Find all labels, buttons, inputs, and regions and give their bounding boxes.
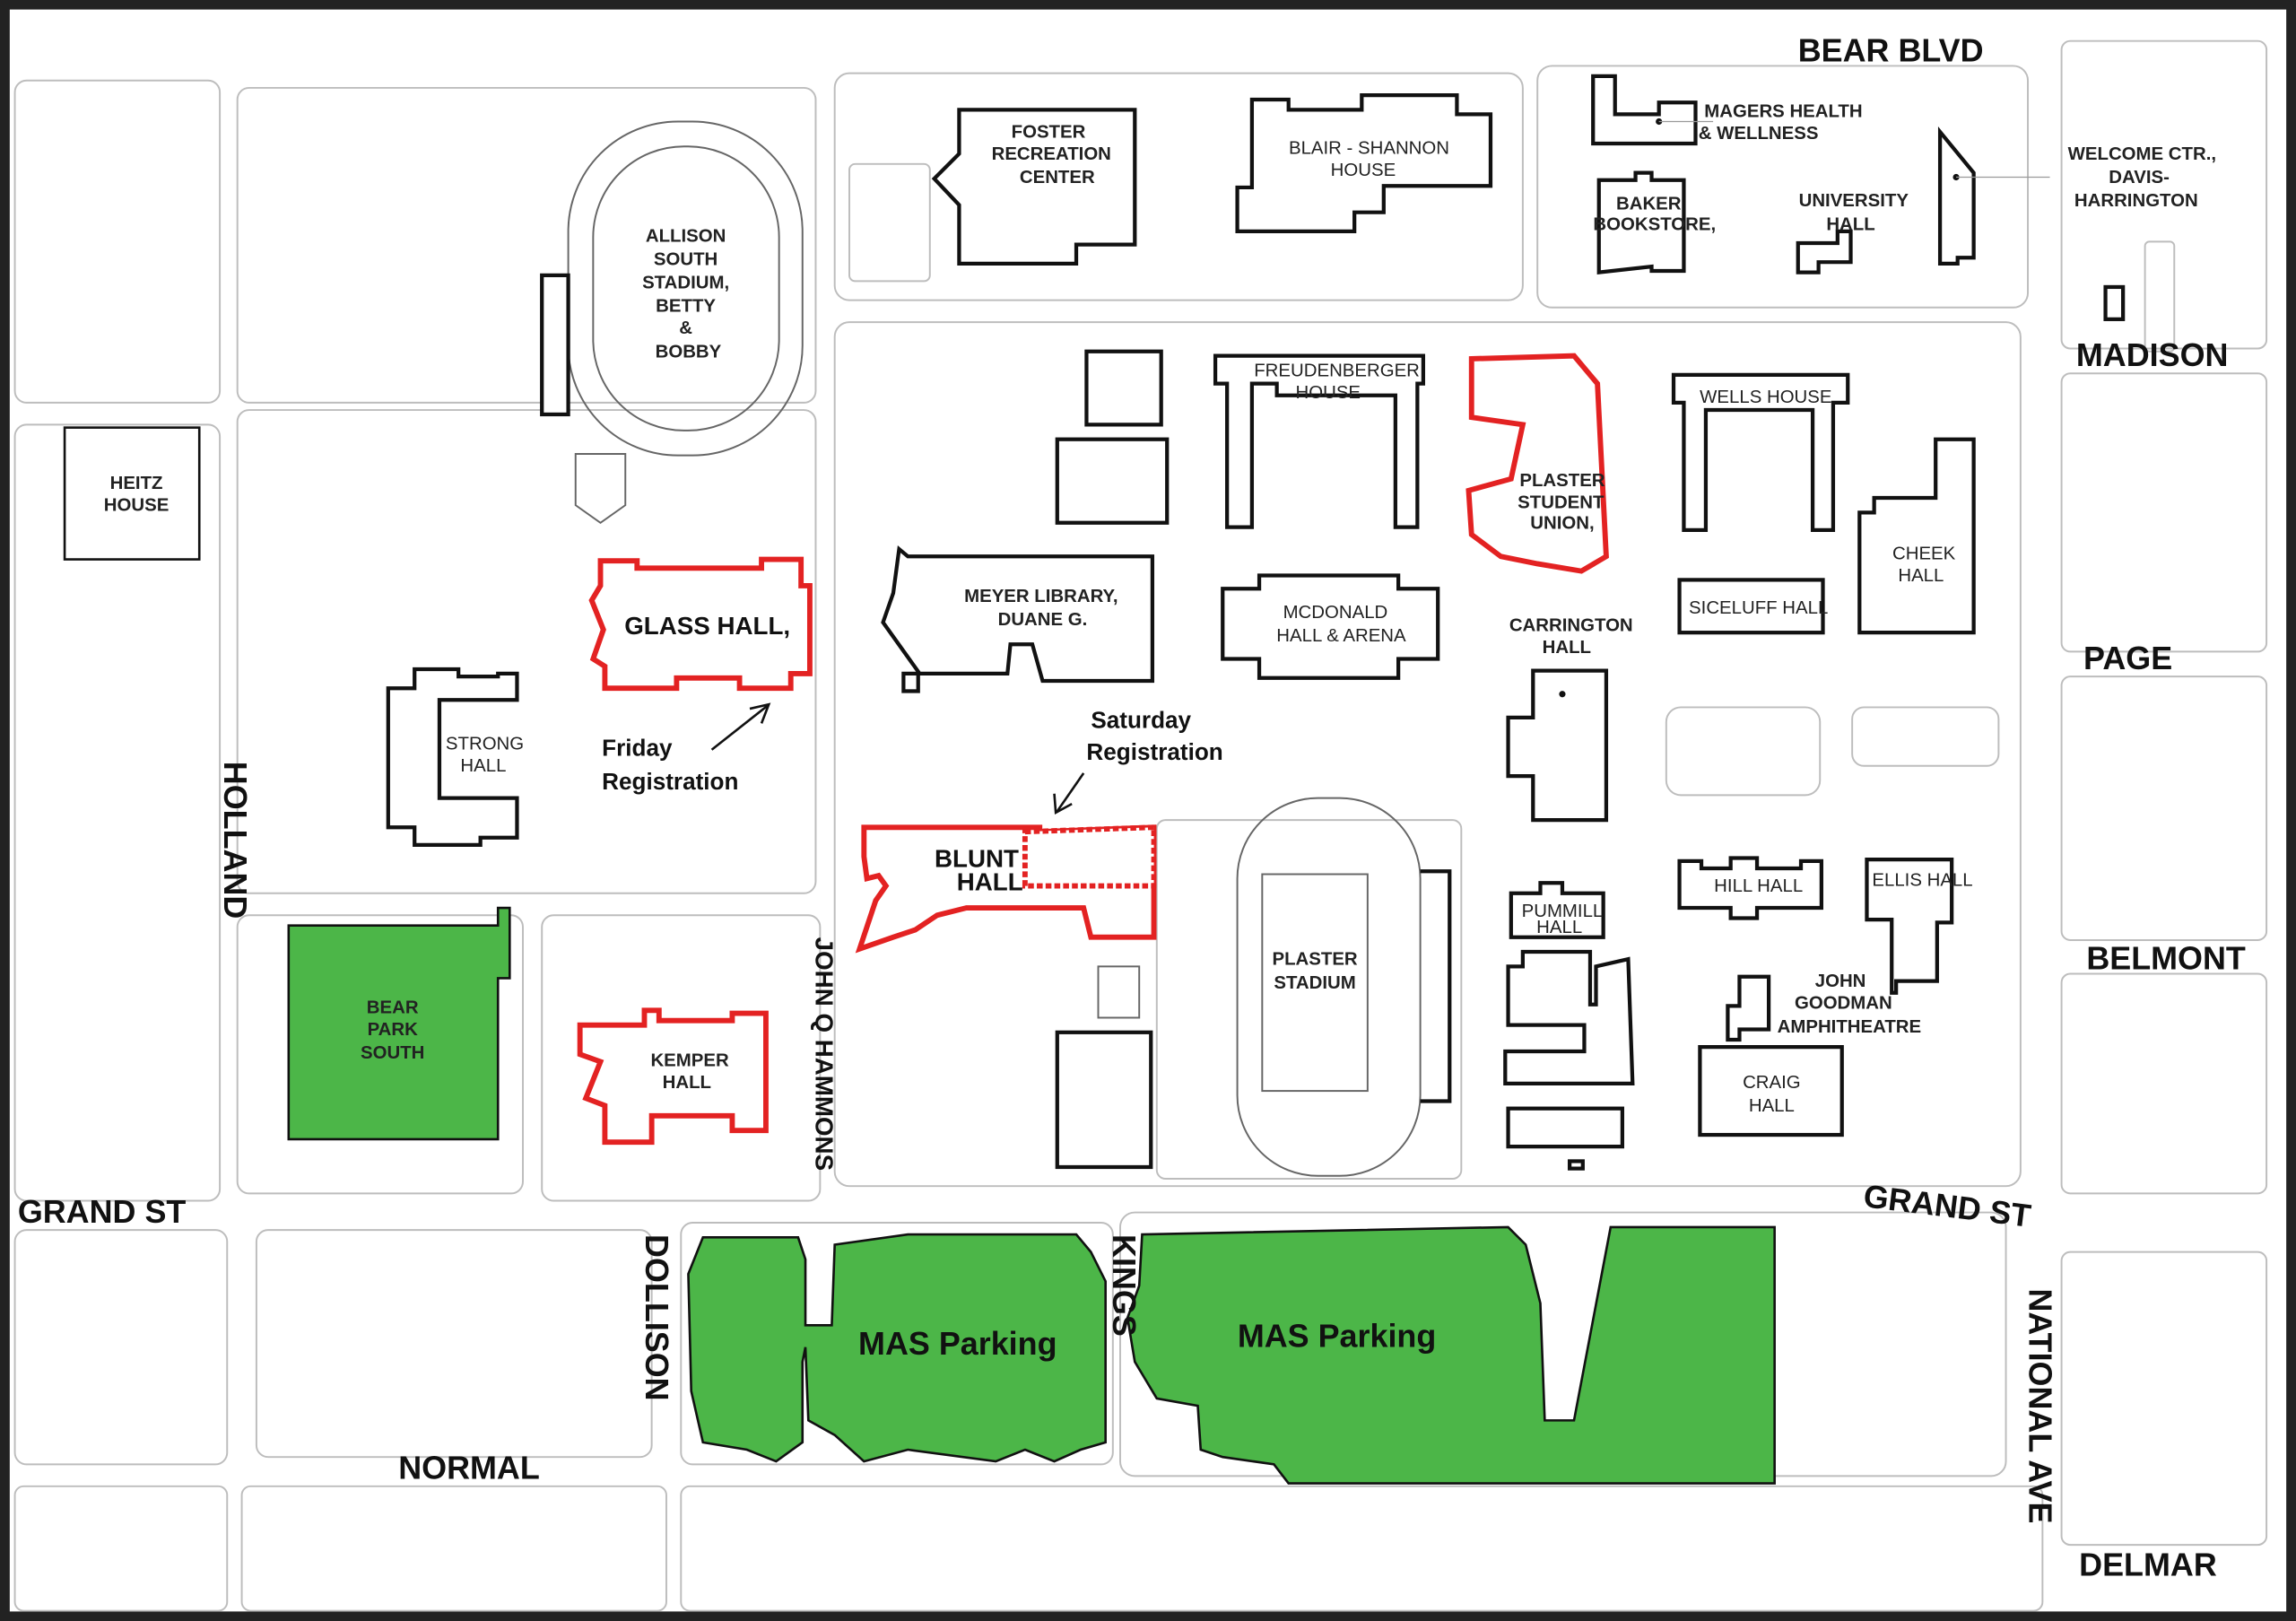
street-delmar: DELMAR [2079,1546,2217,1582]
street-dollison: DOLLISON [639,1234,675,1401]
siceluff-label: SICELUFF HALL [1689,598,1828,618]
wells-label: WELLS HOUSE [1700,388,1831,407]
ellis-label: ELLIS HALL [1872,871,1972,891]
street-grand-st-left: GRAND ST [18,1193,187,1230]
street-kings: KINGS [1106,1234,1143,1337]
small-building [1084,349,1163,427]
small-building [2103,284,2126,321]
mas-parking-east-label: MAS Parking [1238,1318,1436,1355]
welcome-center[interactable]: WELCOME CTR.,DAVIS-HARRINGTON [1937,126,2216,266]
welcome-label: WELCOME CTR.,DAVIS-HARRINGTON [2068,144,2216,211]
wells-house[interactable]: WELLS HOUSE [1671,372,1850,533]
street-labels: BEAR BLVD MADISON PAGE BELMONT GRAND ST … [18,32,2246,1583]
street-page: PAGE [2083,640,2172,676]
friday-arrow [710,704,769,751]
street-holland: HOLLAND [217,762,254,919]
glass-label: GLASS HALL, [624,612,790,640]
mas-parking-west[interactable]: MAS Parking [687,1233,1107,1463]
siceluff-hall[interactable]: SICELUFF HALL [1677,578,1829,635]
street-national-ave: NATIONAL AVE [2022,1288,2059,1523]
small-building [1506,1106,1625,1149]
street-bear-blvd: BEAR BLVD [1798,32,1984,69]
ellis-hall[interactable]: ELLIS HALL [1865,858,1973,995]
small-building [1055,1030,1153,1170]
meyer-label: MEYER LIBRARY,DUANE G. [964,587,1118,630]
mas-parking-east[interactable]: MAS Parking [1126,1225,1776,1485]
street-normal: NORMAL [398,1450,540,1486]
allison-label: ALLISON SOUTH STADIUM, BETTY & BOBBY [642,226,735,362]
street-john-q-hammons: JOHN Q HAMMONS [810,937,838,1171]
magers-label: MAGERS HEALTH& WELLNESS [1699,102,1863,144]
saturday-arrow [1056,772,1085,813]
hill-label: HILL HALL [1714,876,1803,896]
street-madison: MADISON [2076,336,2229,373]
glass-hall[interactable]: GLASS HALL, [588,556,813,692]
small-building [1055,437,1170,525]
hill-hall[interactable]: HILL HALL [1677,856,1823,920]
mas-parking-west-label: MAS Parking [858,1325,1057,1362]
street-belmont: BELMONT [2086,940,2246,977]
small-building [1503,949,1635,1086]
meyer-library[interactable]: MEYER LIBRARY,DUANE G. [881,545,1155,693]
small-building [1567,1159,1585,1171]
allison-stadium[interactable]: ALLISON SOUTH STADIUM, BETTY & BOBBY [540,120,804,524]
city-blocks [13,39,2268,1612]
magers-health-wellness[interactable]: MAGERS HEALTH& WELLNESS [1591,74,1863,146]
